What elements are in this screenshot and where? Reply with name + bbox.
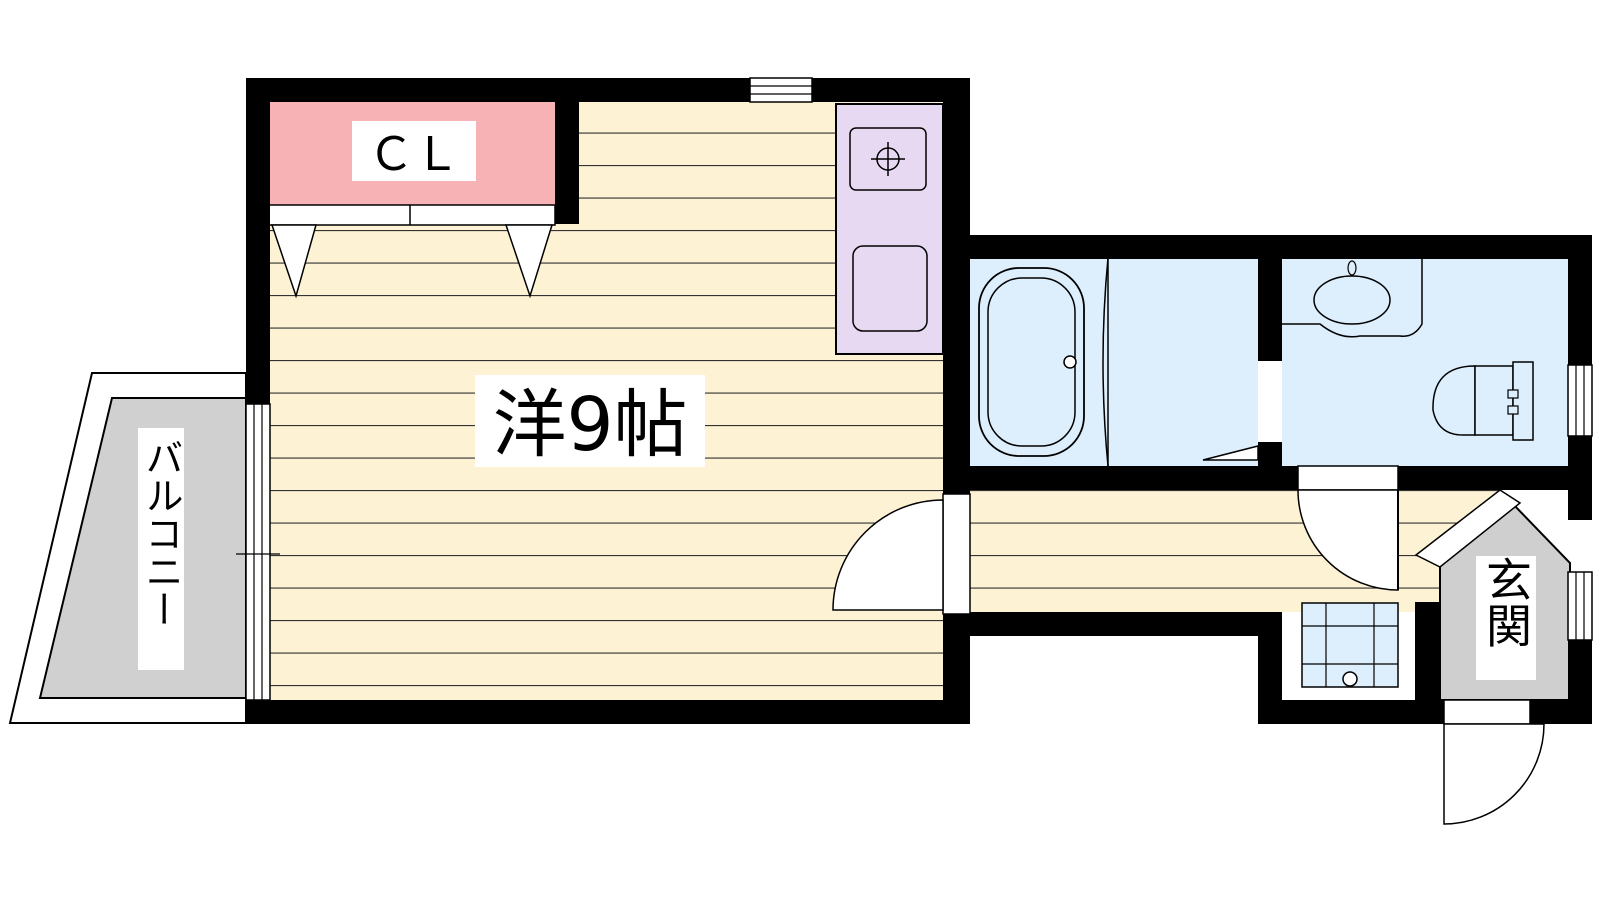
washroom: [1282, 258, 1568, 466]
entrance-door: [1443, 699, 1545, 825]
closet-label: ＣＬ: [368, 127, 460, 181]
balcony-label-bg: [138, 428, 184, 670]
kitchen-counter: [835, 103, 944, 355]
window-entrance: [1567, 571, 1593, 641]
washing-machine-pan-icon: [1301, 602, 1399, 688]
entrance-label-bg: [1476, 556, 1536, 680]
main-room-door: [832, 493, 971, 615]
main-room-label-bg: [475, 375, 705, 467]
toilet-icon: [1432, 361, 1534, 441]
closet-label-bg: [352, 121, 476, 181]
wash-basin-icon: [1313, 275, 1391, 325]
entrance-label: 玄関: [1479, 556, 1533, 648]
balcony-sliding-door: [236, 403, 280, 701]
window-top: [749, 77, 813, 103]
closet-door-right: [504, 224, 554, 299]
sink-icon: [852, 245, 928, 332]
window-toilet: [1567, 364, 1593, 437]
balcony: バルコニー: [8, 372, 247, 724]
entrance: 玄関: [1414, 489, 1571, 701]
closet: ＣＬ: [264, 100, 556, 299]
hallway-floor: [960, 490, 1500, 612]
toilet-door: [1297, 465, 1399, 591]
closet-door-left: [270, 224, 317, 299]
bathtub-icon: [978, 267, 1085, 457]
balcony-label: バルコニー: [139, 438, 183, 628]
main-room-label: 洋9帖: [492, 382, 687, 468]
closet-wall: [555, 100, 579, 224]
bathroom: [967, 257, 1259, 467]
